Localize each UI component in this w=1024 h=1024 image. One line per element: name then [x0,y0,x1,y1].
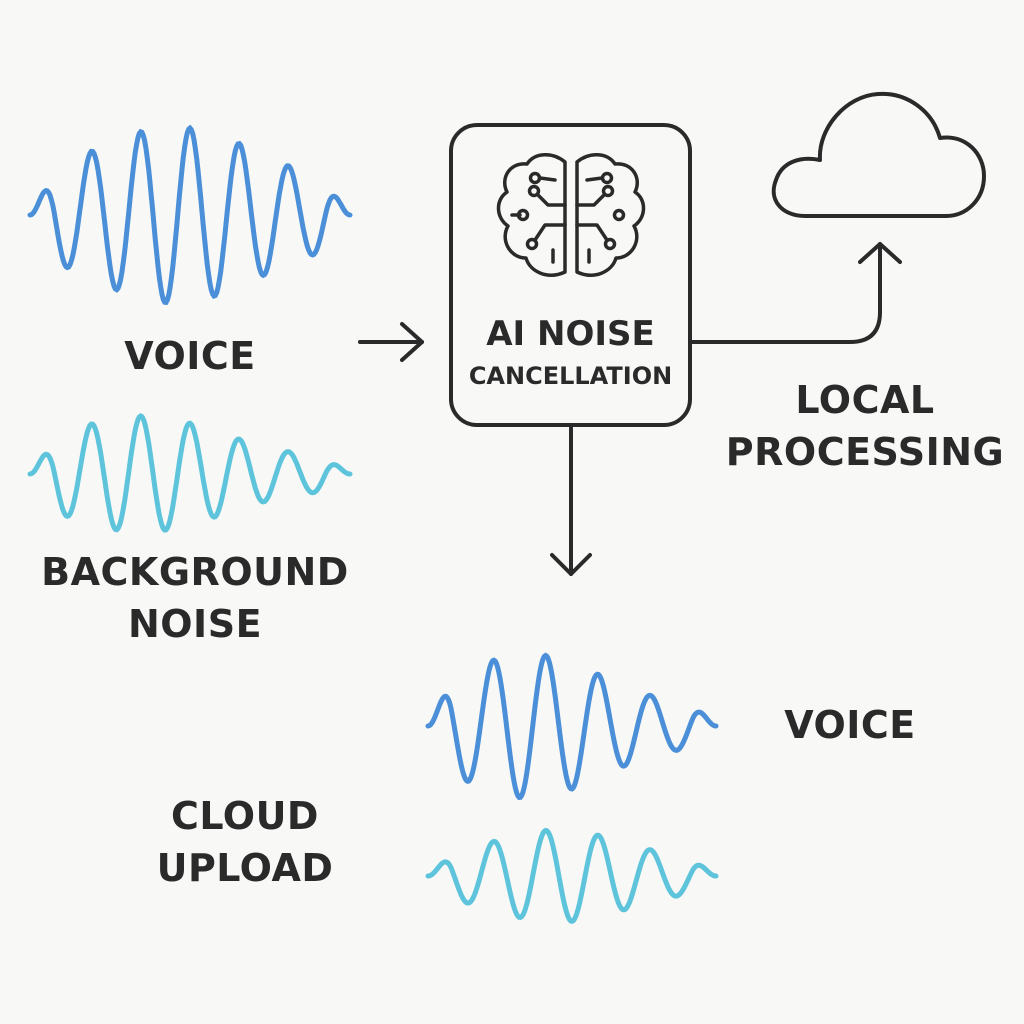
voice-input-label: VOICE [124,334,256,378]
voice-output-waveform [425,652,719,800]
input-arrow [358,322,424,362]
output-arrow [550,426,592,576]
cloud-upload-label: CLOUD UPLOAD [156,794,334,890]
background-noise-label: BACKGROUND NOISE [41,550,349,646]
brain-circuit-icon [496,153,646,277]
ai-noise-cancellation-box [449,123,692,427]
noise-output-waveform [425,827,719,924]
upload-arrow [688,242,902,344]
noise-input-waveform [27,413,353,533]
local-processing-label: LOCAL PROCESSING [725,378,1005,474]
cloud-icon [771,91,986,218]
voice-output-label: VOICE [784,703,916,747]
ai-noise-cancellation-title: AI NOISE CANCELLATION [468,314,673,390]
voice-input-waveform [27,124,353,306]
